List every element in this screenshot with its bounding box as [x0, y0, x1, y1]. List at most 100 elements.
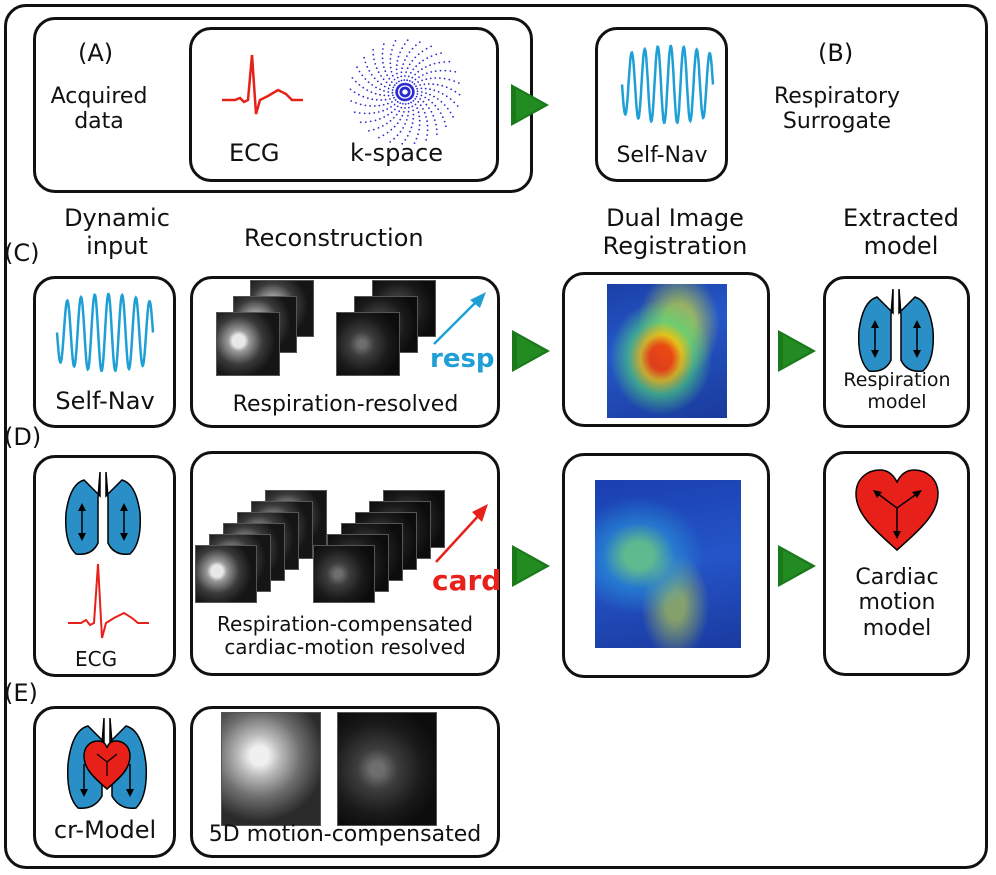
kspace-sample-dot	[449, 98, 452, 100]
kspace-sample-dot	[356, 66, 358, 69]
kspace-sample-dot	[383, 90, 385, 92]
kspace-sample-dot	[363, 56, 365, 59]
kspace-sample-dot	[428, 107, 430, 109]
kspace-sample-dot	[433, 62, 436, 65]
kspace-sample-dot	[429, 64, 431, 66]
kspace-sample-dot	[404, 75, 406, 77]
card-registration-heatmap	[595, 480, 741, 648]
kspace-sample-dot	[430, 45, 432, 48]
kspace-sample-dot	[425, 138, 428, 141]
kspace-sample-dot	[436, 98, 439, 100]
kspace-sample-dot	[358, 93, 360, 96]
kspace-sample-dot	[383, 66, 385, 68]
kspace-sample-dot	[393, 84, 396, 86]
kspace-sample-dot	[414, 103, 417, 106]
self-nav-label-c: Self-Nav	[55, 387, 155, 415]
resp-frame-2-front	[336, 312, 400, 376]
kspace-sample-dot	[404, 139, 407, 141]
kspace-sample-dot	[373, 58, 375, 61]
kspace-sample-dot	[412, 113, 415, 116]
kspace-sample-dot	[454, 90, 457, 93]
kspace-sample-dot	[440, 100, 443, 103]
kspace-sample-dot	[395, 64, 398, 67]
kspace-sample-dot	[377, 111, 380, 113]
kspace-sample-dot	[362, 95, 365, 98]
kspace-sample-dot	[421, 74, 424, 76]
kspace-sample-dot	[406, 79, 408, 82]
kspace-sample-dot	[445, 95, 448, 98]
kspace-sample-dot	[369, 105, 371, 107]
kspace-sample-dot	[417, 53, 420, 56]
kspace-sample-dot	[395, 68, 398, 71]
kspace-sample-dot	[416, 93, 419, 95]
kspace-sample-dot	[390, 111, 393, 114]
kspace-sample-dot	[372, 53, 375, 56]
lungs-icon	[857, 288, 935, 373]
kspace-sample-dot	[359, 121, 362, 124]
kspace-sample-dot	[398, 110, 401, 113]
kspace-sample-dot	[391, 101, 393, 103]
kspace-sample-dot	[413, 83, 416, 85]
kspace-sample-dot	[449, 70, 452, 72]
self-nav-input-signal-icon	[55, 292, 155, 373]
kspace-sample-dot	[420, 87, 423, 90]
kspace-sample-dot	[418, 76, 420, 78]
kspace-sample-dot	[423, 83, 426, 86]
kspace-sample-dot	[396, 134, 399, 137]
kspace-sample-dot	[378, 136, 380, 139]
kspace-sample-dot	[433, 89, 436, 92]
kspace-sample-dot	[417, 111, 420, 114]
motion-compensated-label: 5D motion-compensated	[208, 822, 482, 847]
kspace-sample-dot	[386, 74, 388, 76]
kspace-sample-dot	[402, 102, 404, 105]
kspace-sample-dot	[404, 59, 406, 61]
kspace-sample-dot	[414, 78, 417, 81]
kspace-sample-dot	[415, 44, 417, 47]
kspace-sample-dot	[364, 104, 367, 107]
kspace-sample-dot	[393, 96, 395, 99]
kspace-sample-dot	[403, 43, 406, 45]
kspace-sample-dot	[385, 81, 388, 84]
kspace-sample-dot	[396, 72, 398, 75]
kspace-sample-dot	[387, 91, 390, 93]
panel-b-letter: (B)	[818, 39, 854, 67]
kspace-sample-dot	[391, 89, 394, 91]
kspace-sample-dot	[400, 106, 403, 109]
kspace-sample-dot	[420, 91, 423, 93]
arrow-d-recon-to-reg	[512, 545, 550, 587]
kspace-sample-dot	[395, 82, 398, 84]
kspace-sample-dot	[437, 108, 440, 111]
kspace-sample-dot	[418, 41, 421, 43]
kspace-sample-dot	[374, 63, 377, 65]
kspace-sample-dot	[407, 75, 410, 78]
kspace-sample-dot	[396, 105, 399, 108]
kspace-sample-dot	[382, 43, 385, 46]
kspace-sample-dot	[418, 128, 420, 131]
kspace-sample-dot	[353, 91, 356, 94]
kspace-sample-dot	[389, 98, 391, 100]
kspace-sample-dot	[383, 94, 386, 97]
kspace-sample-dot	[388, 84, 391, 86]
kspace-sample-dot	[382, 109, 384, 112]
kspace-sample-dot	[412, 100, 415, 102]
kspace-spiral-icon	[349, 39, 461, 145]
kspace-sample-dot	[374, 119, 377, 122]
kspace-sample-dot	[355, 102, 357, 104]
kspace-sample-dot	[391, 74, 394, 77]
kspace-sample-dot	[384, 98, 387, 101]
kspace-sample-dot	[407, 114, 409, 117]
kspace-sample-dot	[434, 104, 437, 107]
kspace-sample-dot	[457, 82, 460, 84]
kspace-sample-dot	[425, 116, 427, 118]
card-recon-label: Respiration-compensated cardiac-motion r…	[217, 612, 473, 659]
kspace-sample-dot	[382, 103, 385, 106]
kspace-sample-dot	[453, 101, 456, 104]
kspace-sample-dot	[422, 108, 424, 110]
kspace-sample-dot	[393, 103, 396, 106]
card-arrow-icon	[435, 504, 488, 563]
kspace-sample-dot	[368, 112, 371, 115]
kspace-sample-dot	[389, 58, 392, 60]
kspace-sample-dot	[390, 81, 393, 83]
kspace-sample-dot	[377, 71, 380, 74]
kspace-sample-dot	[415, 137, 418, 140]
